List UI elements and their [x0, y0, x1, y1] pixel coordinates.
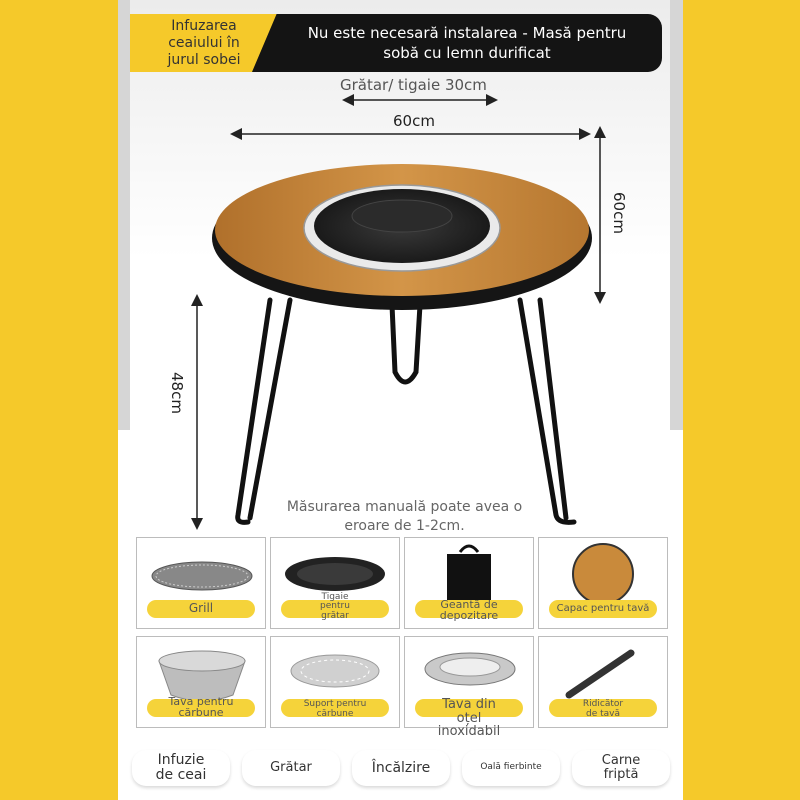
accessory-label: Tigaie pentru grătar	[320, 591, 350, 621]
grill-size-label: Grătar/ tigaie 30cm	[340, 76, 487, 94]
depth-label: 60cm	[610, 192, 628, 234]
charcoal-tray-icon	[158, 650, 246, 702]
steel-tray-icon	[424, 652, 516, 686]
use-roast-meat: Carne friptă	[572, 750, 670, 786]
width-label: 60cm	[393, 112, 435, 130]
headline-banner: Nu este necesară instalarea - Masă pentr…	[252, 14, 662, 72]
accessory-card-tray-lifter: Ridicător de tavă	[538, 636, 668, 728]
use-grill: Grătar	[242, 750, 340, 786]
accessory-card-steel-tray: Tava din oțel inoxidabil	[404, 636, 534, 739]
accessory-card-grill: Grill	[136, 537, 266, 629]
use-heating: Încălzire	[352, 750, 450, 786]
accessory-card-lid: Capac pentru tavă	[538, 537, 668, 629]
accessory-card-charcoal-rack: Suport pentru cărbune	[270, 636, 400, 728]
accessory-label: Ridicător de tavă	[582, 699, 624, 719]
tray-lifter-icon	[565, 649, 635, 699]
use-tea-infusion: Infuzie de ceai	[132, 750, 230, 786]
accessory-card-grill-pan: Tigaie pentru grătar	[270, 537, 400, 629]
accessory-card-charcoal-tray: Tava pentru cărbune	[136, 636, 266, 728]
accessory-label: Tava din oțel inoxidabil	[437, 697, 501, 740]
table-legs	[235, 297, 577, 525]
tea-around-stove-tag: Infuzarea ceaiului în jurul sobei	[130, 14, 278, 72]
fire-table-illustration	[191, 94, 606, 530]
accessory-label: Capac pentru tavă	[556, 602, 650, 614]
measurement-note: Măsurarea manuală poate avea o eroare de…	[286, 499, 523, 534]
charcoal-rack-icon	[290, 654, 380, 688]
accessory-label: Tava pentru cărbune	[168, 694, 234, 720]
accessory-label: Suport pentru cărbune	[303, 699, 367, 719]
height-label: 48cm	[168, 372, 186, 414]
use-hot-pot: Oală fierbinte	[462, 750, 560, 786]
storage-bag-icon	[447, 544, 491, 604]
grill-pan-icon	[285, 557, 385, 591]
accessory-label: Geantă de depozitare	[439, 597, 499, 623]
accessory-card-storage-bag: Geantă de depozitare	[404, 537, 534, 629]
grill-mesh-icon	[151, 561, 253, 591]
accessory-label: Grill	[188, 601, 214, 616]
